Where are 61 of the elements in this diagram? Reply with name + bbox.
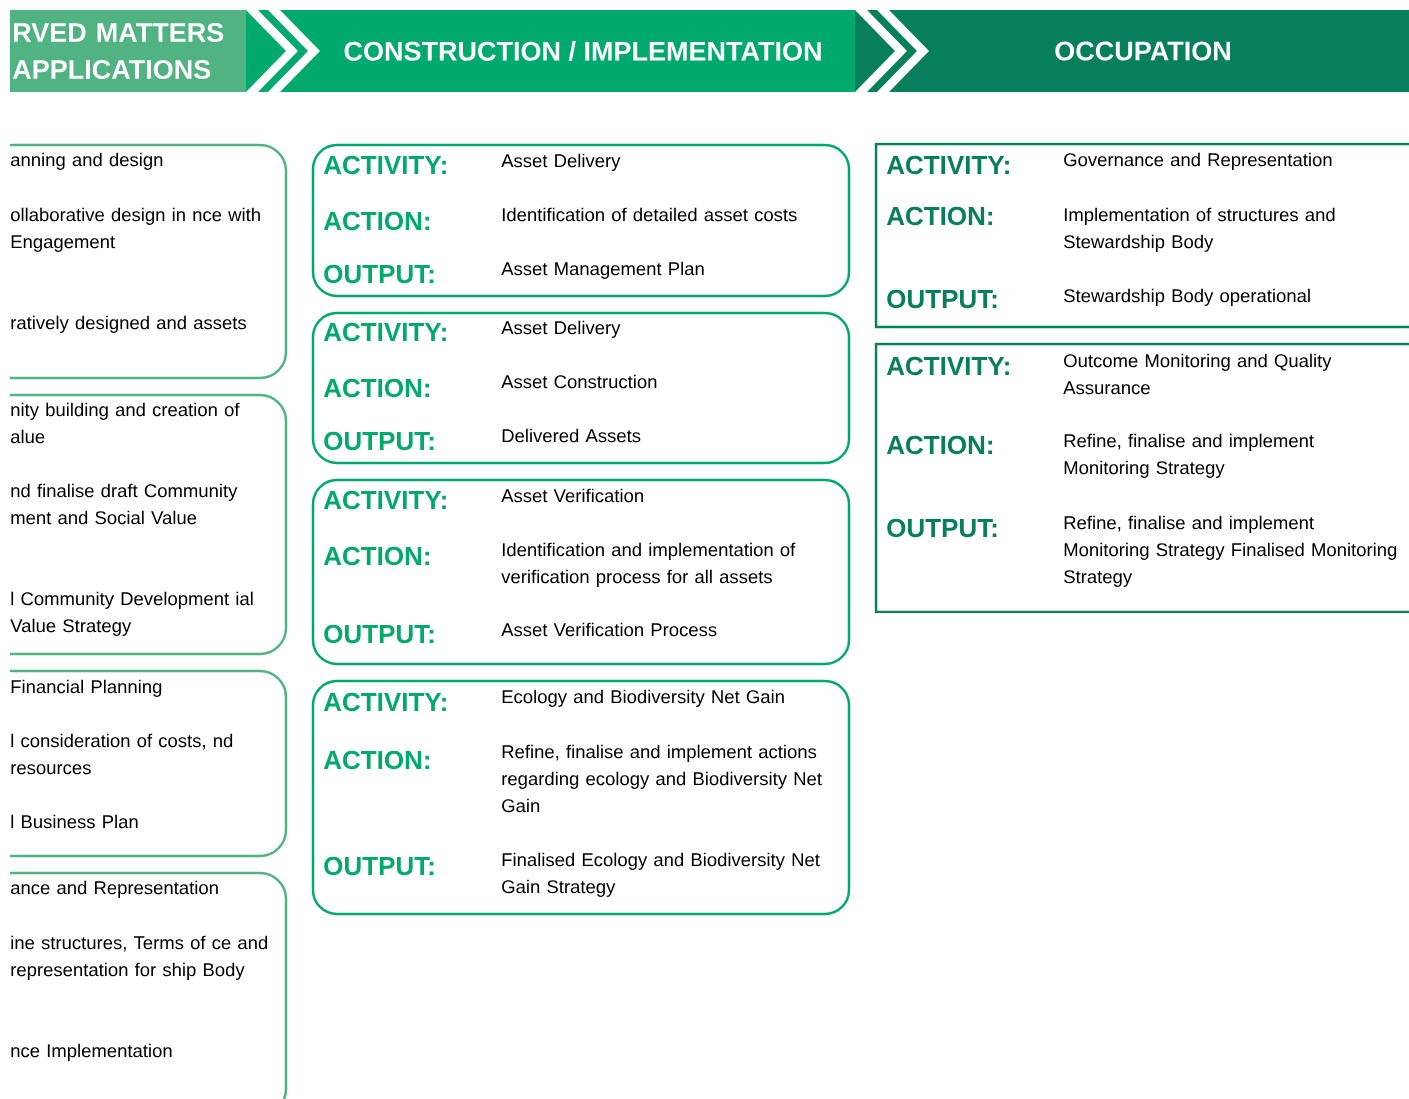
card (10, 669, 288, 858)
row-text: Outcome Monitoring and Quality Assurance (1063, 353, 1332, 395)
row-label: OUTPUT: (887, 289, 997, 309)
row-text: anning and design (11, 152, 163, 170)
row-text: Refine, finalise and implement Monitoring Strategy Finalised Monitoring Strategy (1064, 515, 1397, 587)
row-text: Asset Management Plan (501, 261, 704, 279)
card (311, 311, 851, 465)
row-text: ollaborative design in nce with Engagement (11, 207, 260, 252)
row-text: nity building and creation of alue (11, 402, 240, 444)
row-text: l Business Plan (11, 814, 138, 829)
row-label: ACTIVITY: (323, 155, 446, 175)
row-label: ACTION: (886, 435, 993, 455)
row-label: OUTPUT: (324, 431, 434, 451)
row-label: OUTPUT: (324, 624, 434, 644)
row-label: ACTION: (323, 378, 430, 398)
row-text: Governance and Representation (1064, 152, 1332, 170)
row-text: Refine, finalise and implement Monitoring Strategy (1064, 433, 1314, 478)
row-text: l Community Development ial Value Strategy (10, 591, 253, 636)
row-text: Asset Delivery (501, 320, 621, 338)
row-text: Stewardship Body operational (1064, 288, 1310, 306)
card (311, 143, 851, 298)
row-text: l consideration of costs, nd resources (11, 733, 233, 775)
card (10, 393, 288, 656)
row-label: ACTIVITY: (886, 356, 1009, 376)
row-text: nd finalise draft Community ment and Social Value (11, 483, 238, 525)
card (10, 143, 288, 380)
card (311, 478, 851, 666)
row-text: Asset Verification Process (501, 622, 717, 637)
row-text: Financial Planning (11, 679, 162, 697)
row-label: OUTPUT: (324, 856, 434, 876)
header-band: OCCUPATION (855, 10, 1409, 92)
row-text: Ecology and Biodiversity Net Gain (502, 689, 784, 707)
row-text: Identification and implementation of verification process for all assets (501, 542, 796, 587)
card (10, 871, 288, 1099)
row-label: ACTION: (323, 750, 430, 770)
row-text: Delivered Assets (502, 428, 641, 443)
row-label: OUTPUT: (887, 518, 997, 538)
row-label: ACTIVITY: (323, 692, 446, 712)
row-label: ACTIVITY: (886, 155, 1009, 175)
row-text: Asset Verification (501, 488, 643, 503)
row-text: ance and Representation (11, 880, 218, 898)
row-label: OUTPUT: (324, 264, 434, 284)
row-label: ACTION: (323, 546, 430, 566)
header-band: RVED MATTERS APPLICATIONS (10, 10, 246, 92)
row-label: ACTION: (886, 206, 993, 226)
row-label: ACTION: (323, 211, 430, 231)
row-text: nce Implementation (11, 1043, 172, 1061)
row-text: Asset Delivery (501, 153, 621, 171)
row-text: ine structures, Terms of ce and representation for ship Body (11, 935, 268, 980)
card (874, 142, 1409, 329)
card (311, 679, 851, 916)
row-text: Asset Construction (501, 374, 657, 389)
row-text: Finalised Ecology and Biodiversity Net Gain Strategy (502, 852, 820, 897)
row-text: Refine, finalise and implement actions regarding ecology and Biodiversity Net Gain (502, 744, 822, 813)
card (874, 342, 1409, 614)
row-text: ratively designed and assets (11, 315, 246, 333)
row-label: ACTIVITY: (323, 322, 446, 342)
row-text: Implementation of structures and Stewardship Body (1064, 207, 1335, 252)
header-band: CONSTRUCTION / IMPLEMENTATION (246, 10, 855, 92)
row-label: ACTIVITY: (323, 490, 446, 510)
row-text: Identification of detailed asset costs (502, 207, 797, 222)
